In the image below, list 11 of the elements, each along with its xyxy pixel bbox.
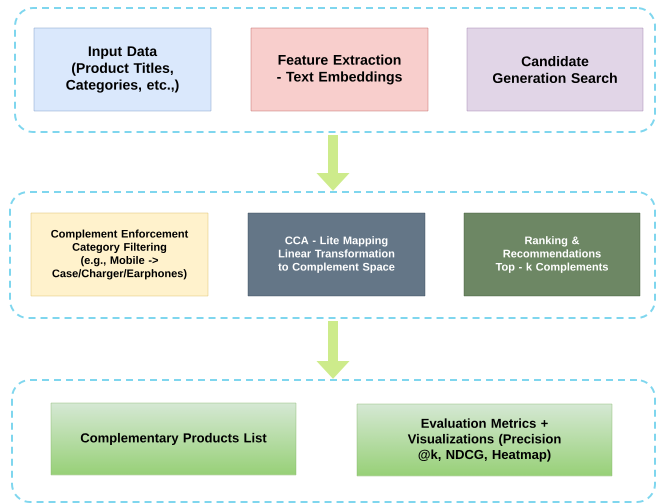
- process-box: Complement Enforcement Category Filtering (e.g., Mobile -> Case/Charger/Earphones): [30, 212, 208, 296]
- group-frame: [11, 379, 656, 503]
- process-box: Ranking & Recommendations Top - k Complements: [464, 212, 640, 296]
- process-box: Input Data (Product Titles, Categories, etc.,): [34, 28, 212, 112]
- process-box: Feature Extraction - Text Embeddings: [250, 28, 428, 112]
- group-frame: [9, 191, 656, 319]
- group-frame: [14, 7, 656, 133]
- process-box: Candidate Generation Search: [466, 28, 644, 112]
- process-box: Evaluation Metrics + Visualizations (Precision @k, NDCG, Heatmap): [356, 404, 612, 476]
- process-box: Complementary Products List: [50, 402, 296, 476]
- process-box: CCA - Lite Mapping Linear Transformation to Complement Space: [248, 212, 426, 296]
